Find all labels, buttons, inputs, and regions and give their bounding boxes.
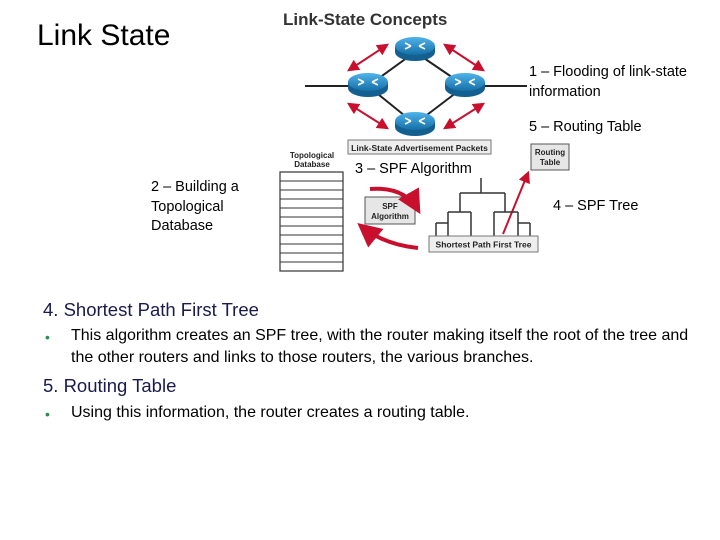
section4-bullet-item: • This algorithm creates an SPF tree, wi… [45,325,705,369]
lsa-label: Link-State Advertisement Packets [351,143,488,153]
router-icon [348,73,388,97]
svg-text:Routing: Routing [535,148,565,157]
curved-arrow-from-spf [357,222,419,250]
svg-text:Algorithm: Algorithm [371,212,409,221]
callout-spf-algorithm: 3 – SPF Algorithm [355,161,472,177]
callout-spf-tree: 4 – SPF Tree [553,198,639,214]
router-icon [395,37,435,61]
section4-heading: 4. Shortest Path First Tree [43,299,259,320]
callout-routing-table: 5 – Routing Table [529,119,642,135]
router-icon [445,73,485,97]
svg-text:SPF: SPF [382,202,398,211]
diagram-title: Link-State Concepts [283,10,448,29]
router-icon [395,112,435,136]
arrow-to-routing-table [502,170,530,235]
flooding-arrows [346,43,486,130]
section4-bullet-text: This algorithm creates an SPF tree, with… [71,327,689,366]
svg-text:Table: Table [540,158,561,167]
callout-flooding: 1 – Flooding of link-state information [529,64,687,100]
section5-bullet-text: Using this information, the router creat… [71,404,470,421]
routing-table-box: Routing Table [530,143,570,171]
spf-tree-icon [435,178,531,238]
topo-db-label-line1: Topological [290,151,334,160]
slide-title: Link State [37,19,171,52]
topo-db-label-line2: Database [294,160,330,169]
spf-algorithm-box: SPF Algorithm [364,196,416,225]
bullet-icon: • [45,329,50,345]
bullet-icon: • [45,406,50,422]
spf-tree-label: Shortest Path First Tree [436,240,532,250]
section5-heading: 5. Routing Table [43,375,177,396]
callout-topological-database: 2 – Building a Topological Database [151,179,239,234]
topological-database-icon [279,171,344,272]
link-state-diagram: Link-State Advertisement Packets Topolog… [279,37,570,272]
section5-bullet-item: • Using this information, the router cre… [45,402,705,425]
curved-arrow-to-spf [369,186,421,215]
